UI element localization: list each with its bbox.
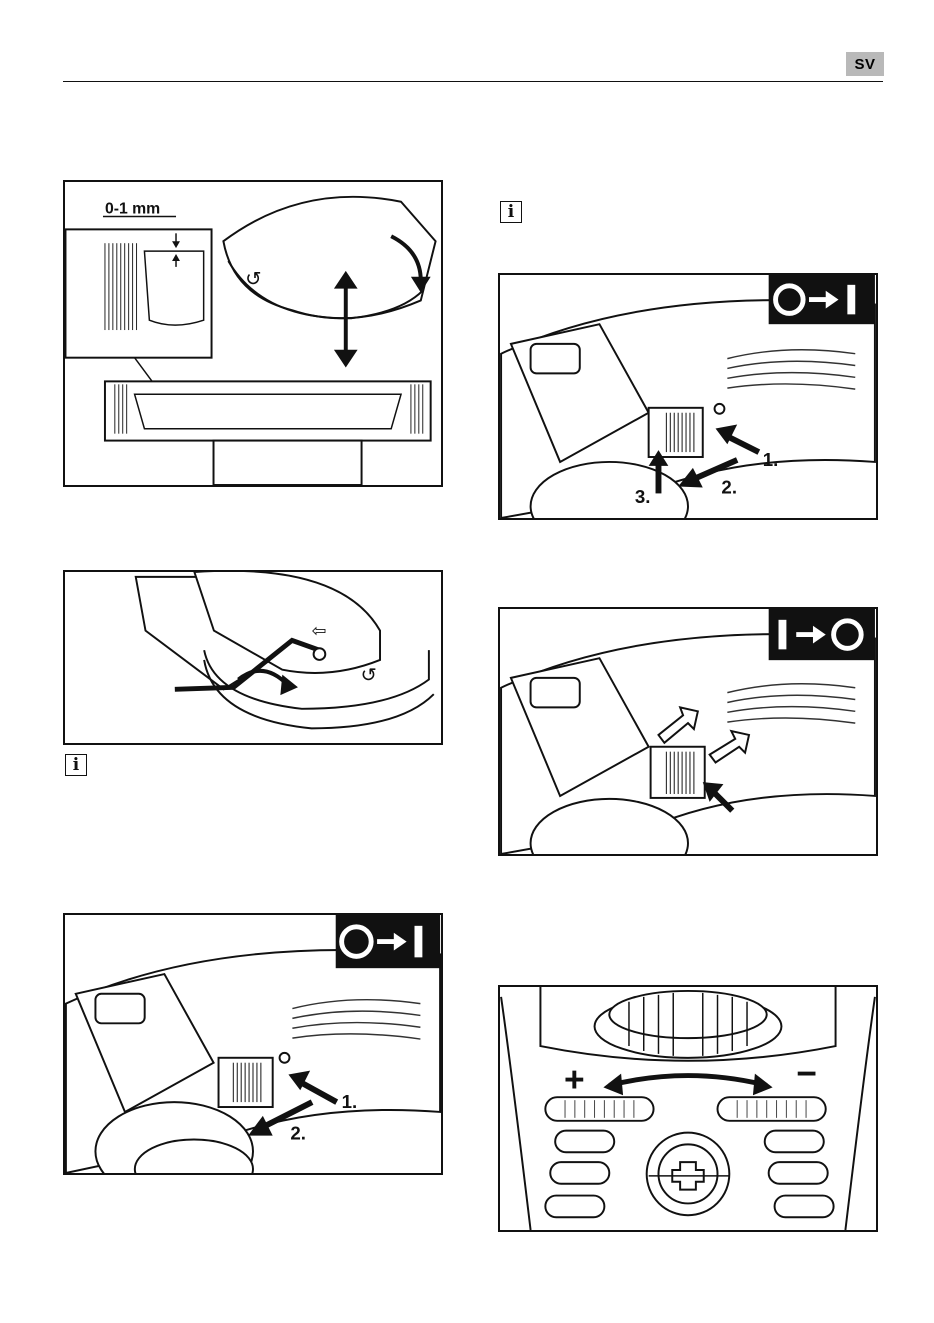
svg-text:↺: ↺ bbox=[245, 268, 262, 291]
figure-guard-gap: 0-1 mm ↺ bbox=[63, 180, 443, 487]
switch-on-to-off-icon bbox=[769, 609, 875, 660]
figure-switch-off bbox=[498, 607, 878, 856]
svg-text:⇦: ⇦ bbox=[312, 621, 327, 641]
speed-decrease-label: − bbox=[796, 1053, 817, 1093]
speed-increase-label: + bbox=[564, 1059, 585, 1099]
figure-hex-key-adjustment: ⇦ ↺ bbox=[63, 570, 443, 745]
hex-key-illustration: ⇦ ↺ bbox=[65, 572, 441, 743]
svg-text:↺: ↺ bbox=[360, 663, 376, 686]
language-badge: SV bbox=[846, 52, 884, 76]
figure-switch-on-left: 1. 2. bbox=[63, 913, 443, 1175]
info-icon: i bbox=[65, 754, 87, 776]
step-1-label: 1. bbox=[342, 1091, 358, 1112]
dimension-label: 0-1 mm bbox=[105, 201, 160, 218]
switch-off-to-on-icon bbox=[769, 275, 875, 324]
step-2-label: 2. bbox=[721, 476, 737, 497]
step-1-label: 1. bbox=[763, 449, 779, 470]
figure-speed-control: + − bbox=[498, 985, 878, 1232]
info-icon: i bbox=[500, 201, 522, 223]
switch-off-to-on-icon bbox=[336, 915, 440, 968]
figure-switch-on-right: 1. 2. 3. bbox=[498, 273, 878, 520]
step-3-label: 3. bbox=[635, 486, 651, 507]
guard-gap-illustration: 0-1 mm ↺ bbox=[65, 182, 441, 485]
switch-off-illustration bbox=[500, 609, 876, 854]
step-2-label: 2. bbox=[290, 1123, 306, 1144]
switch-on-locked-illustration: 1. 2. 3. bbox=[500, 275, 876, 518]
speed-dial-illustration: + − bbox=[500, 987, 876, 1230]
switch-on-illustration: 1. 2. bbox=[65, 915, 441, 1173]
header-rule bbox=[63, 81, 883, 82]
